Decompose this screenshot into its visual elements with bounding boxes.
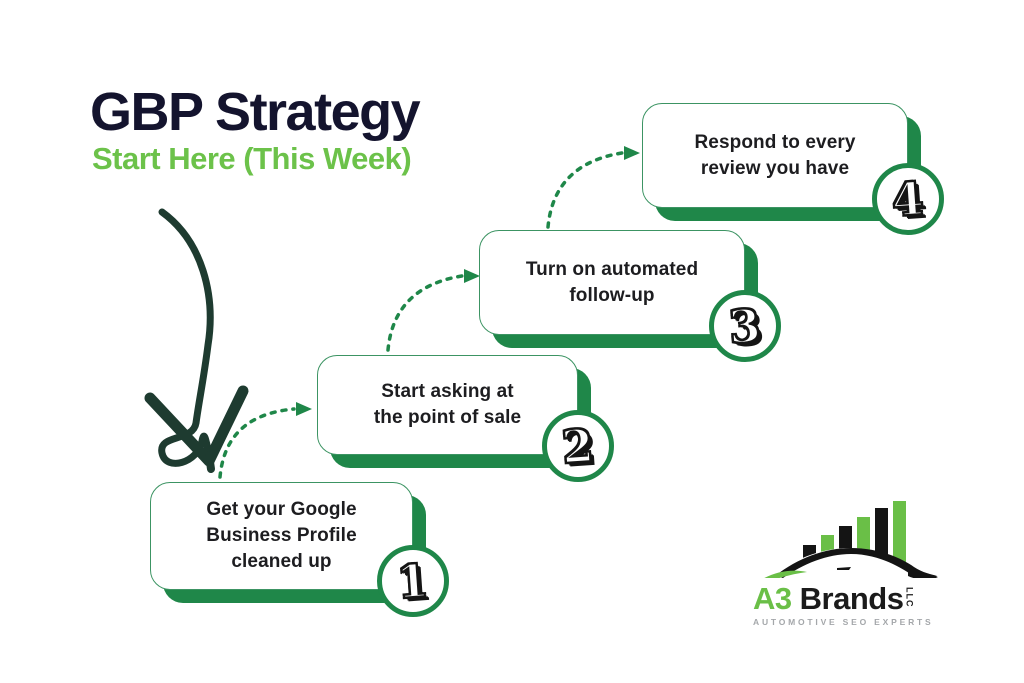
dashed-arrow-icon bbox=[386, 274, 464, 352]
step-number-badge: 3 bbox=[709, 290, 781, 362]
step-number-badge: 1 bbox=[377, 545, 449, 617]
dashed-arrow-icon bbox=[218, 407, 296, 479]
step-card-3: Turn on automated follow-up 3 bbox=[479, 230, 781, 362]
title-block: GBP Strategy Start Here (This Week) bbox=[90, 82, 421, 176]
a3-brands-logo: A3 Brands LLC AUTOMOTIVE SEO EXPERTS bbox=[753, 498, 941, 627]
step-card-4: Respond to every review you have 4 bbox=[642, 103, 944, 235]
step-label: Turn on automated follow-up bbox=[525, 258, 699, 306]
step-label: Respond to every review you have bbox=[694, 131, 856, 179]
dashed-arrow-icon bbox=[546, 151, 624, 229]
step-number: 2 bbox=[560, 417, 597, 474]
step-card-face: Respond to every review you have bbox=[642, 103, 908, 208]
step-number: 4 bbox=[890, 170, 927, 227]
logo-text-a3: A3 bbox=[753, 581, 792, 616]
logo-tagline: AUTOMOTIVE SEO EXPERTS bbox=[753, 617, 934, 627]
arrowhead-icon bbox=[464, 269, 480, 283]
step-label: Get your Google Business Profile cleaned… bbox=[206, 499, 357, 572]
step-number-badge: 4 bbox=[872, 163, 944, 235]
arrowhead-icon bbox=[296, 402, 312, 416]
logo-text-llc: LLC bbox=[904, 587, 915, 608]
arrowhead-icon bbox=[624, 146, 640, 160]
logo-text-brands: Brands bbox=[799, 581, 904, 616]
page-subtitle: Start Here (This Week) bbox=[92, 141, 412, 176]
step-card-face: Start asking at the point of sale bbox=[317, 355, 578, 455]
logo-name: A3 Brands LLC bbox=[753, 581, 941, 616]
step-number: 3 bbox=[727, 297, 764, 354]
hand-drawn-arrow-icon bbox=[144, 208, 249, 473]
page-title: GBP Strategy bbox=[90, 82, 421, 142]
logo-graphic bbox=[755, 501, 938, 590]
step-card-1: Get your Google Business Profile cleaned… bbox=[150, 482, 449, 617]
logo-car-icon bbox=[755, 548, 938, 590]
step-number-badge: 2 bbox=[542, 410, 614, 482]
step-number: 1 bbox=[395, 552, 432, 609]
step-card-2: Start asking at the point of sale 2 bbox=[317, 355, 614, 482]
step-card-face: Get your Google Business Profile cleaned… bbox=[150, 482, 413, 590]
step-label: Start asking at the point of sale bbox=[373, 381, 522, 428]
step-card-face: Turn on automated follow-up bbox=[479, 230, 745, 335]
